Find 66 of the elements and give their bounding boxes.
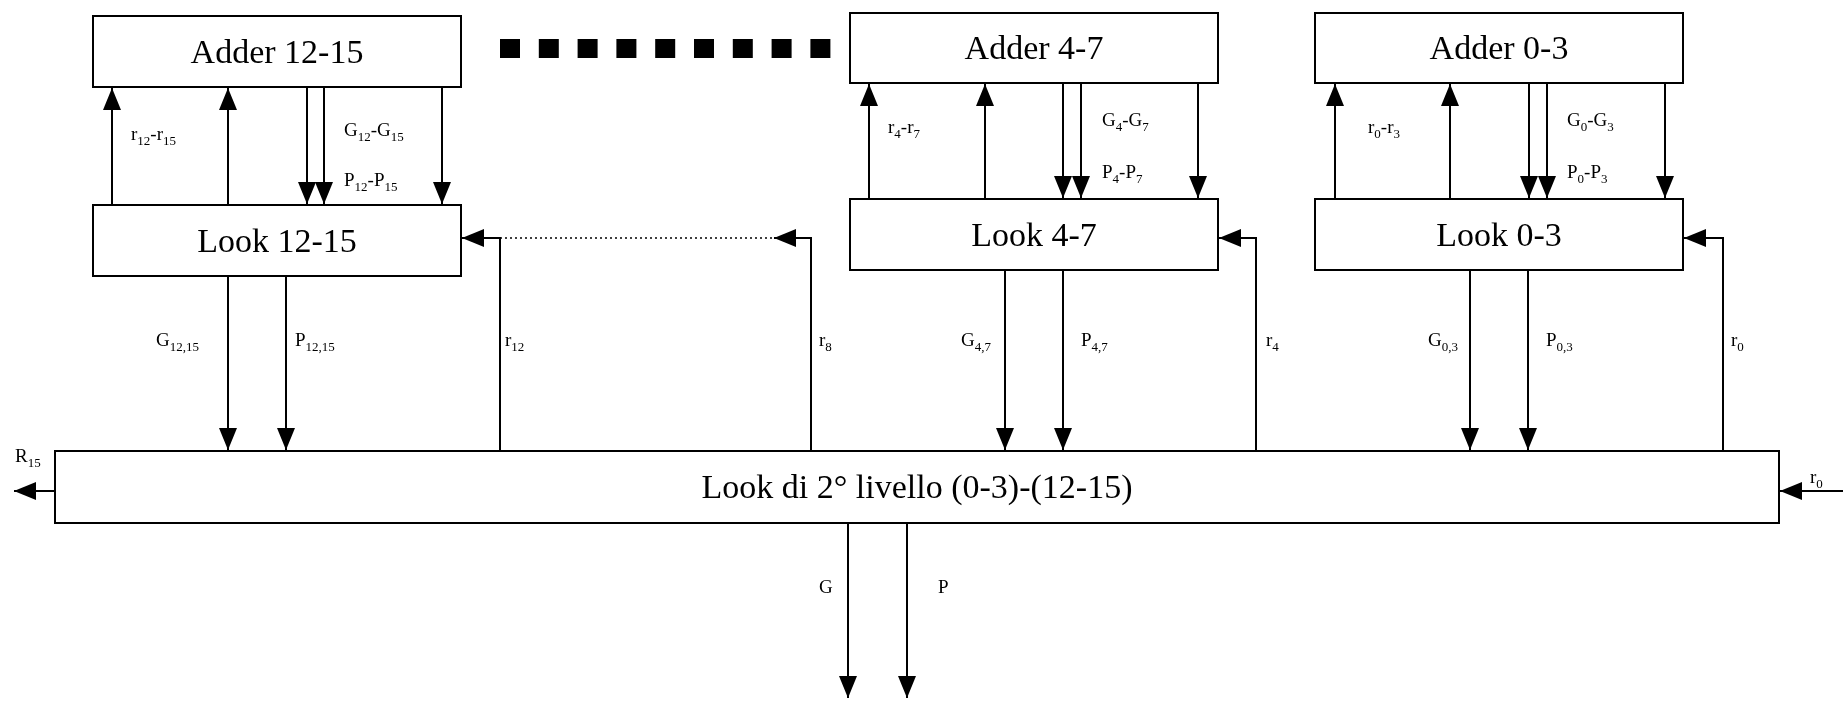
arrow bbox=[839, 523, 857, 699]
arrow bbox=[1538, 83, 1556, 199]
arrow bbox=[1683, 229, 1724, 451]
arrow bbox=[13, 482, 55, 500]
signal-label: G$_{12}$-G$_{15}$ bbox=[344, 120, 404, 143]
arrow bbox=[1054, 83, 1072, 199]
arrow bbox=[461, 229, 501, 451]
signal-label: G$_{4,7}$ bbox=[961, 330, 991, 353]
arrow bbox=[277, 276, 295, 451]
arrow bbox=[219, 87, 237, 205]
arrow bbox=[103, 87, 121, 205]
arrow bbox=[976, 83, 994, 199]
signal-label: r$_{12}$-r$_{15}$ bbox=[131, 124, 176, 147]
block-box bbox=[849, 12, 1219, 84]
arrow bbox=[298, 87, 316, 205]
block-label: Look 0-3 bbox=[1436, 215, 1562, 254]
arrow bbox=[773, 229, 812, 451]
block-label: Adder 4-7 bbox=[964, 29, 1104, 67]
block-box bbox=[54, 450, 1780, 524]
signal-label: G$_{12,15}$ bbox=[156, 330, 199, 353]
signal-label: R$_{15}$ bbox=[15, 446, 41, 469]
arrow bbox=[433, 87, 451, 205]
block-label: Adder 12-15 bbox=[190, 32, 364, 71]
signal-label: r$_{0}$ bbox=[1731, 330, 1744, 353]
arrow bbox=[1218, 229, 1257, 451]
signal-label: P$_{0}$-P$_{3}$ bbox=[1567, 162, 1608, 185]
arrow bbox=[898, 523, 916, 699]
signal-label: P$_{12,15}$ bbox=[295, 330, 335, 353]
block-label: Look 4-7 bbox=[971, 215, 1097, 254]
signal-label: P$_{4,7}$ bbox=[1081, 330, 1108, 353]
block-box bbox=[1314, 12, 1684, 84]
signal-label: P$_{4}$-P$_{7}$ bbox=[1102, 162, 1143, 185]
signal-label: P bbox=[938, 577, 949, 596]
signal-label: r$_{0}$ bbox=[1810, 467, 1823, 490]
arrow bbox=[860, 83, 878, 199]
signal-label: G$_{4}$-G$_{7}$ bbox=[1102, 110, 1149, 133]
block-box bbox=[1314, 198, 1684, 271]
block-box bbox=[849, 198, 1219, 271]
arrow bbox=[1461, 270, 1479, 451]
arrow bbox=[1189, 83, 1207, 199]
signal-label: r$_{8}$ bbox=[819, 330, 832, 353]
arrow bbox=[1054, 270, 1072, 451]
signal-label: r$_{12}$ bbox=[505, 330, 525, 353]
block-box bbox=[92, 15, 462, 88]
block-label: Adder 0-3 bbox=[1429, 29, 1569, 67]
signal-label: G$_{0,3}$ bbox=[1428, 330, 1458, 353]
signal-label: P$_{12}$-P$_{15}$ bbox=[344, 170, 398, 193]
signal-label: G$_{0}$-G$_{3}$ bbox=[1567, 110, 1614, 133]
arrow bbox=[1520, 83, 1538, 199]
block-label: Look di 2° livello (0-3)-(12-15) bbox=[701, 468, 1133, 506]
arrow bbox=[996, 270, 1014, 451]
arrow bbox=[1519, 270, 1537, 451]
arrow bbox=[315, 87, 333, 205]
arrow bbox=[1441, 83, 1459, 199]
arrow bbox=[1656, 83, 1674, 199]
arrow bbox=[1326, 83, 1344, 199]
signal-label: r$_{4}$ bbox=[1266, 330, 1279, 353]
signal-label: r$_{4}$-r$_{7}$ bbox=[888, 117, 920, 140]
block-box bbox=[92, 204, 462, 277]
arrow bbox=[219, 276, 237, 451]
signal-label: P$_{0,3}$ bbox=[1546, 330, 1573, 353]
arrow bbox=[1779, 482, 1843, 500]
block-label: Look 12-15 bbox=[197, 221, 357, 260]
arrow bbox=[1072, 83, 1090, 199]
signal-label: G bbox=[819, 577, 833, 596]
signal-label: r$_{0}$-r$_{3}$ bbox=[1368, 117, 1400, 140]
